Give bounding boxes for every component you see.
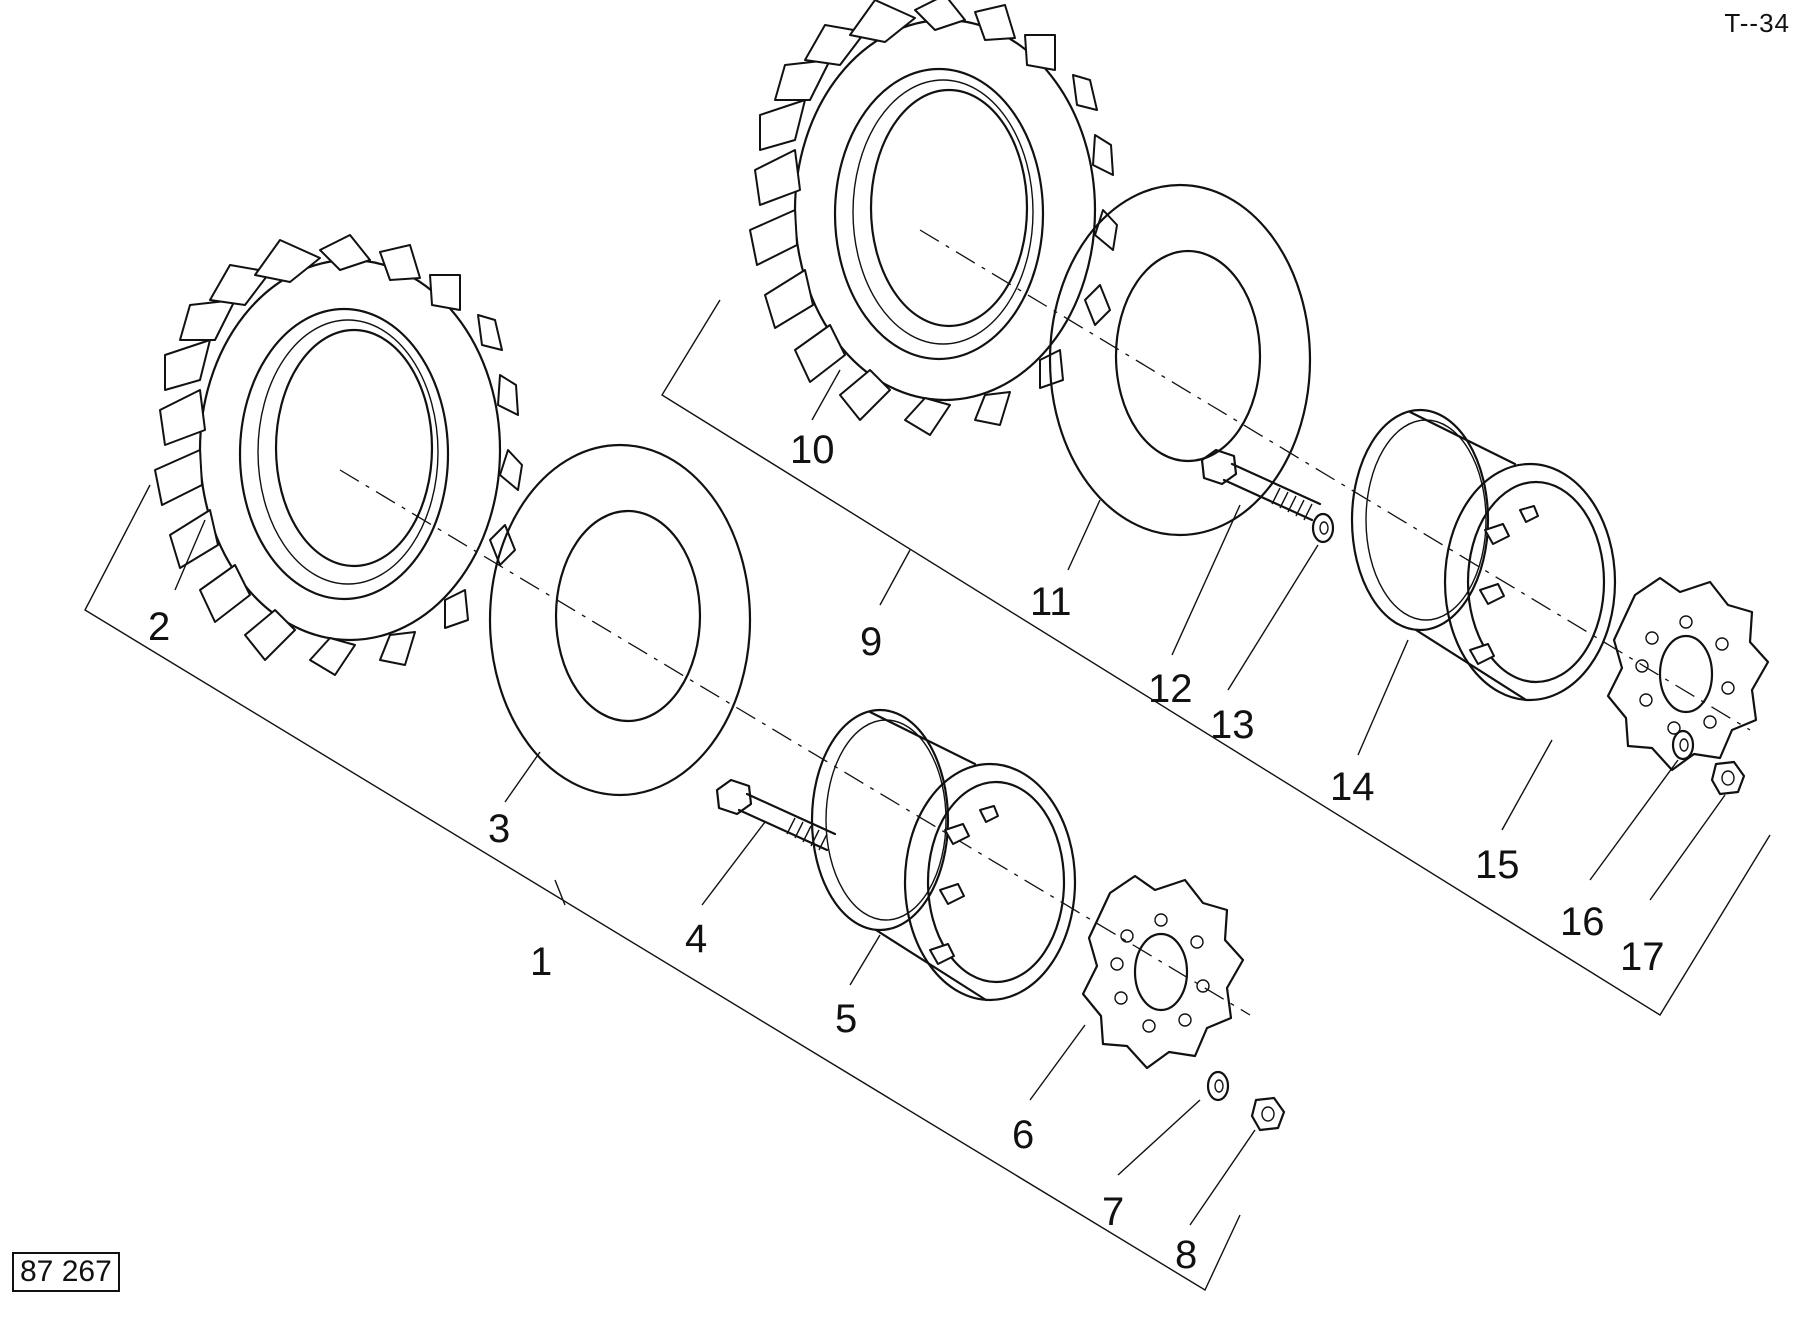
assembly-9 bbox=[661, 0, 1771, 1016]
callout-5: 5 bbox=[835, 997, 857, 1041]
callout-1: 1 bbox=[530, 940, 552, 984]
callout-13: 13 bbox=[1210, 703, 1255, 747]
flap-part-3 bbox=[488, 443, 752, 797]
callout-14: 14 bbox=[1330, 765, 1375, 809]
washer-part-7 bbox=[1206, 1070, 1230, 1102]
hub-part-6 bbox=[1081, 874, 1245, 1070]
rim-part-5 bbox=[810, 708, 1077, 1002]
callout-6: 6 bbox=[1012, 1113, 1034, 1157]
callout-15: 15 bbox=[1475, 843, 1520, 887]
rim-part-14 bbox=[1350, 408, 1617, 702]
callout-7: 7 bbox=[1102, 1190, 1124, 1234]
page-reference: T--34 bbox=[1724, 8, 1790, 38]
callout-8: 8 bbox=[1175, 1233, 1197, 1277]
callout-labels: 1 2 3 4 5 6 7 8 9 10 11 12 13 14 15 16 1… bbox=[148, 428, 1665, 1277]
callout-11: 11 bbox=[1030, 580, 1072, 624]
bolt-part-4 bbox=[715, 778, 837, 852]
tyre-part-10 bbox=[748, 0, 1119, 437]
bolt-part-12 bbox=[1200, 448, 1322, 522]
callout-10: 10 bbox=[790, 428, 835, 472]
hub-part-15 bbox=[1606, 576, 1770, 772]
callout-4: 4 bbox=[685, 917, 707, 961]
drawing-number: 87 267 bbox=[12, 1252, 120, 1292]
callout-9: 9 bbox=[860, 620, 882, 664]
assembly-1 bbox=[84, 233, 1286, 1292]
washer-part-16 bbox=[1671, 729, 1695, 761]
callout-12: 12 bbox=[1148, 667, 1193, 711]
callout-2: 2 bbox=[148, 605, 170, 649]
callout-16: 16 bbox=[1560, 900, 1605, 944]
washer-part-13 bbox=[1311, 512, 1335, 544]
nut-part-17 bbox=[1710, 760, 1746, 796]
callout-3: 3 bbox=[488, 807, 510, 851]
tyre-part-2 bbox=[153, 233, 524, 677]
callout-17: 17 bbox=[1620, 935, 1665, 979]
nut-part-8 bbox=[1250, 1096, 1286, 1132]
